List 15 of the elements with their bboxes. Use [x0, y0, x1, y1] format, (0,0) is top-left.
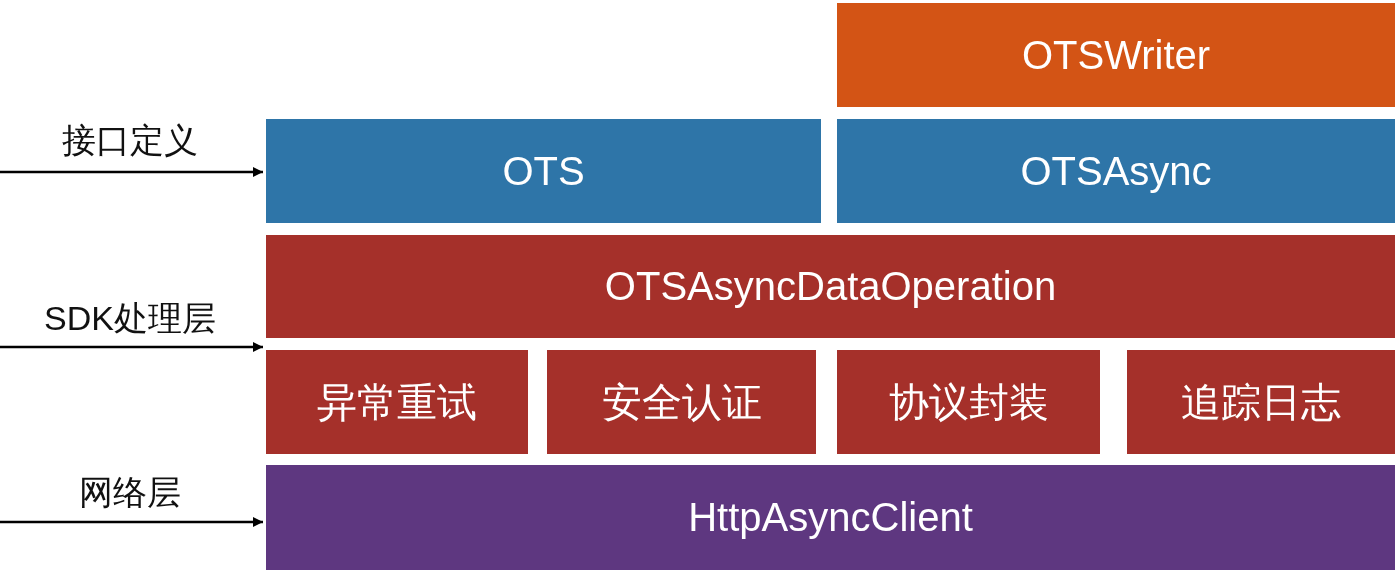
layer-box: HttpAsyncClient [266, 465, 1395, 570]
layer-box: OTS [266, 119, 821, 223]
layer-box: 协议封装 [837, 350, 1100, 454]
layer-label: 接口定义 [62, 120, 198, 161]
layer-box: 追踪日志 [1127, 350, 1395, 454]
layer-box: 安全认证 [547, 350, 816, 454]
layer-box: OTSWriter [837, 3, 1395, 107]
arrow [0, 342, 263, 352]
arrow [0, 167, 263, 177]
arrow [0, 517, 263, 527]
layer-box: OTSAsync [837, 119, 1395, 223]
layer-box: OTSAsyncDataOperation [266, 235, 1395, 338]
layer-label: 网络层 [79, 472, 181, 513]
layer-box: 异常重试 [266, 350, 528, 454]
layer-label: SDK处理层 [44, 298, 216, 339]
